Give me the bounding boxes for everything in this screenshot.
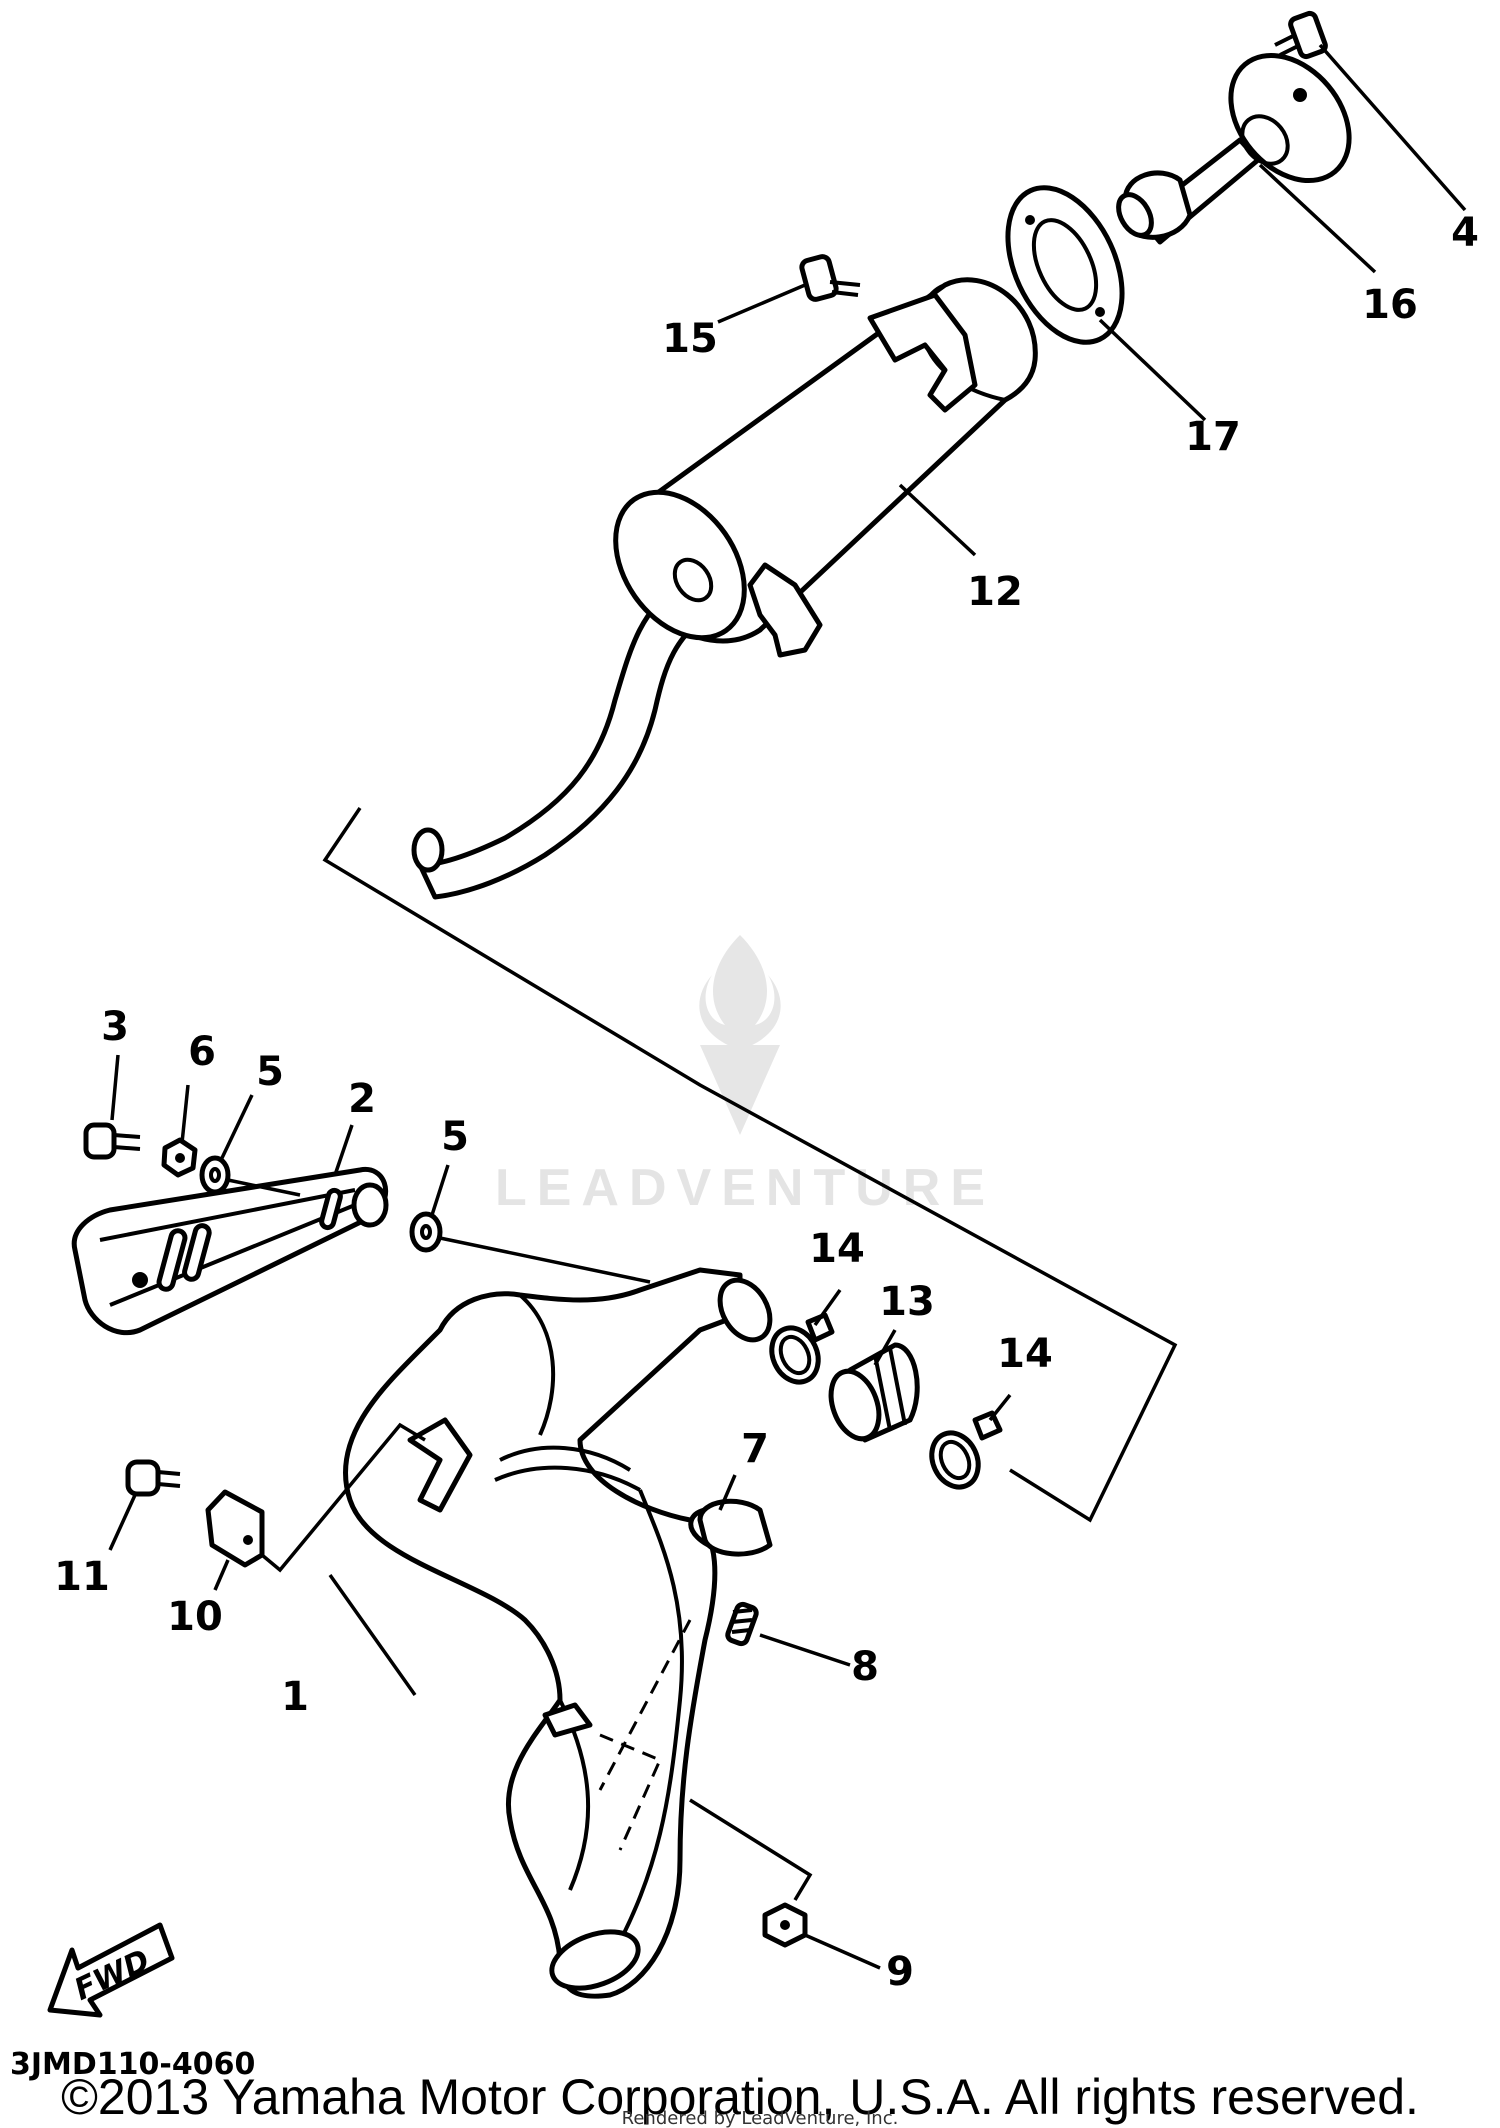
bolt-11 bbox=[125, 1459, 181, 1497]
callout-15: 15 bbox=[662, 316, 718, 362]
clamp-14-right bbox=[929, 1410, 1003, 1490]
muffler-outlet-pipe bbox=[417, 582, 718, 900]
callout-11: 11 bbox=[54, 1554, 110, 1600]
bolt-4 bbox=[1274, 10, 1328, 60]
chamber-ring-2 bbox=[494, 1465, 641, 1492]
bolt-3-axis-line bbox=[227, 1178, 301, 1197]
chamber-cone-line bbox=[518, 1293, 556, 1436]
muffler-upper-bracket bbox=[867, 292, 978, 413]
callout-1: 1 bbox=[281, 1674, 309, 1720]
callout-13: 13 bbox=[879, 1279, 935, 1325]
bolt-15 bbox=[799, 254, 861, 302]
heat-protector-2 bbox=[71, 1167, 389, 1336]
fwd-arrow: FWD bbox=[47, 1922, 175, 2018]
leadventure-watermark: LEADVENTURE bbox=[495, 935, 995, 1217]
joint-13 bbox=[828, 1342, 920, 1443]
assembly-link-line bbox=[322, 807, 1178, 1523]
leader-lines bbox=[108, 43, 1467, 1970]
callout-3: 3 bbox=[101, 1004, 129, 1050]
callout-12: 12 bbox=[967, 569, 1023, 615]
callout-5-lower: 5 bbox=[441, 1114, 469, 1160]
callouts: 4 16 15 17 12 3 6 5 2 5 14 13 14 7 11 10… bbox=[54, 210, 1479, 1995]
expansion-chamber bbox=[342, 1267, 773, 1999]
chamber-seam bbox=[608, 1489, 684, 1961]
callout-5-upper: 5 bbox=[256, 1049, 284, 1095]
chamber-stay bbox=[407, 1417, 473, 1513]
leadventure-v-logo bbox=[700, 1045, 780, 1135]
muffler-assembly bbox=[411, 277, 1038, 900]
chamber-hidden-line-2 bbox=[598, 1619, 692, 1791]
copyright-notice: ©2013 Yamaha Motor Corporation, U.S.A. A… bbox=[61, 2069, 1419, 2125]
stay-10-link-line bbox=[260, 1422, 426, 1573]
callout-16: 16 bbox=[1362, 282, 1418, 328]
watermark-text: LEADVENTURE bbox=[495, 1159, 995, 1217]
stay-10 bbox=[205, 1489, 265, 1568]
nut-9-link-line bbox=[689, 1798, 813, 1901]
callout-10: 10 bbox=[167, 1594, 223, 1640]
pipe-end-opening bbox=[411, 827, 445, 873]
washer-5-lower bbox=[409, 1211, 443, 1253]
callout-6: 6 bbox=[188, 1029, 216, 1075]
washer-5-axis-line bbox=[439, 1236, 651, 1284]
callout-14-right: 14 bbox=[997, 1331, 1053, 1377]
lock-washer-6 bbox=[161, 1137, 198, 1178]
rendered-by-notice: Rendered by LeadVenture, Inc. bbox=[622, 2108, 899, 2128]
chamber-inlet-ring bbox=[549, 1929, 641, 1991]
bolt-3 bbox=[83, 1122, 141, 1160]
diagram-code: 3JMD110-4060 bbox=[10, 2047, 255, 2082]
clamp-14-left bbox=[769, 1312, 835, 1385]
callout-4: 4 bbox=[1451, 210, 1479, 256]
chamber-tab bbox=[542, 1702, 593, 1738]
chamber-outlet-neck bbox=[717, 1277, 773, 1343]
damper-7 bbox=[688, 1498, 773, 1557]
muffler-lower-bracket bbox=[747, 562, 823, 658]
callout-7: 7 bbox=[741, 1426, 769, 1472]
spring-8 bbox=[725, 1601, 759, 1647]
muffler-inlet-hole bbox=[672, 557, 714, 603]
gasket-17 bbox=[1005, 185, 1125, 345]
chamber-ring-1 bbox=[499, 1445, 632, 1472]
spark-arrester-16 bbox=[1116, 52, 1352, 245]
callout-14-left: 14 bbox=[809, 1226, 865, 1272]
washer-5-upper bbox=[199, 1155, 231, 1195]
muffler-front-cap bbox=[613, 489, 747, 641]
callout-8: 8 bbox=[851, 1644, 879, 1690]
callout-2: 2 bbox=[348, 1076, 376, 1122]
callout-17: 17 bbox=[1185, 414, 1241, 460]
callout-9: 9 bbox=[886, 1949, 914, 1995]
leadventure-flame-logo bbox=[699, 935, 781, 1050]
nut-9 bbox=[762, 1902, 808, 1948]
